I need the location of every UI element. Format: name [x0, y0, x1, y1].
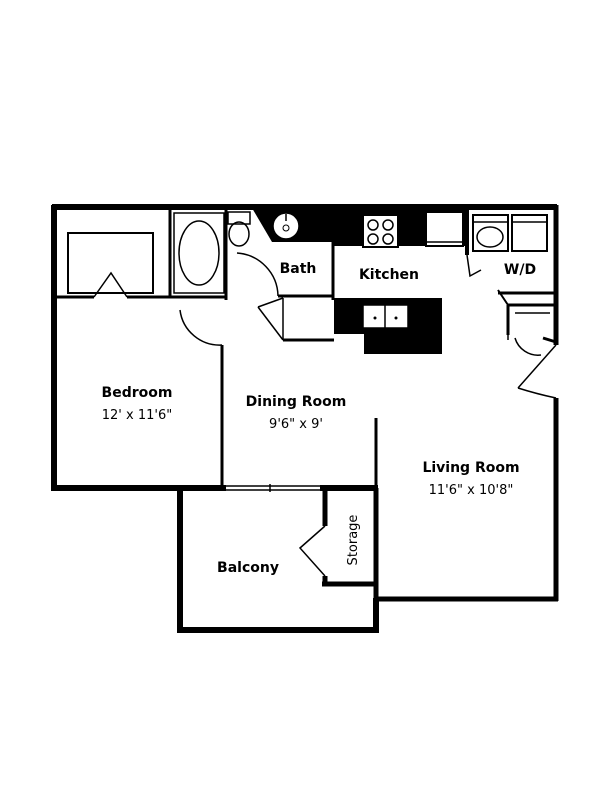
refrigerator-icon: [425, 211, 464, 247]
bedroom-size: 12' x 11'6": [102, 408, 172, 423]
living-room-label: Living Room: [422, 460, 519, 476]
bath-label: Bath: [280, 261, 317, 277]
living-room-size: 11'6" x 10'8": [429, 483, 514, 498]
kitchen: [333, 208, 467, 354]
bath-sink-icon: [272, 212, 300, 240]
dryer-icon: [511, 214, 548, 252]
balcony-walls: [177, 484, 379, 633]
washer-icon: [472, 214, 509, 252]
balcony-label: Balcony: [217, 560, 279, 576]
bedroom-walls: [54, 232, 226, 488]
storage-label: Storage: [346, 515, 361, 566]
outer-walls: [51, 204, 559, 602]
dining-room-label: Dining Room: [246, 394, 347, 410]
dining-room-size: 9'6" x 9': [269, 417, 323, 432]
laundry-label: W/D: [504, 262, 536, 278]
kitchen-label: Kitchen: [359, 267, 419, 283]
bedroom-label: Bedroom: [102, 385, 173, 401]
laundry: [465, 208, 557, 399]
